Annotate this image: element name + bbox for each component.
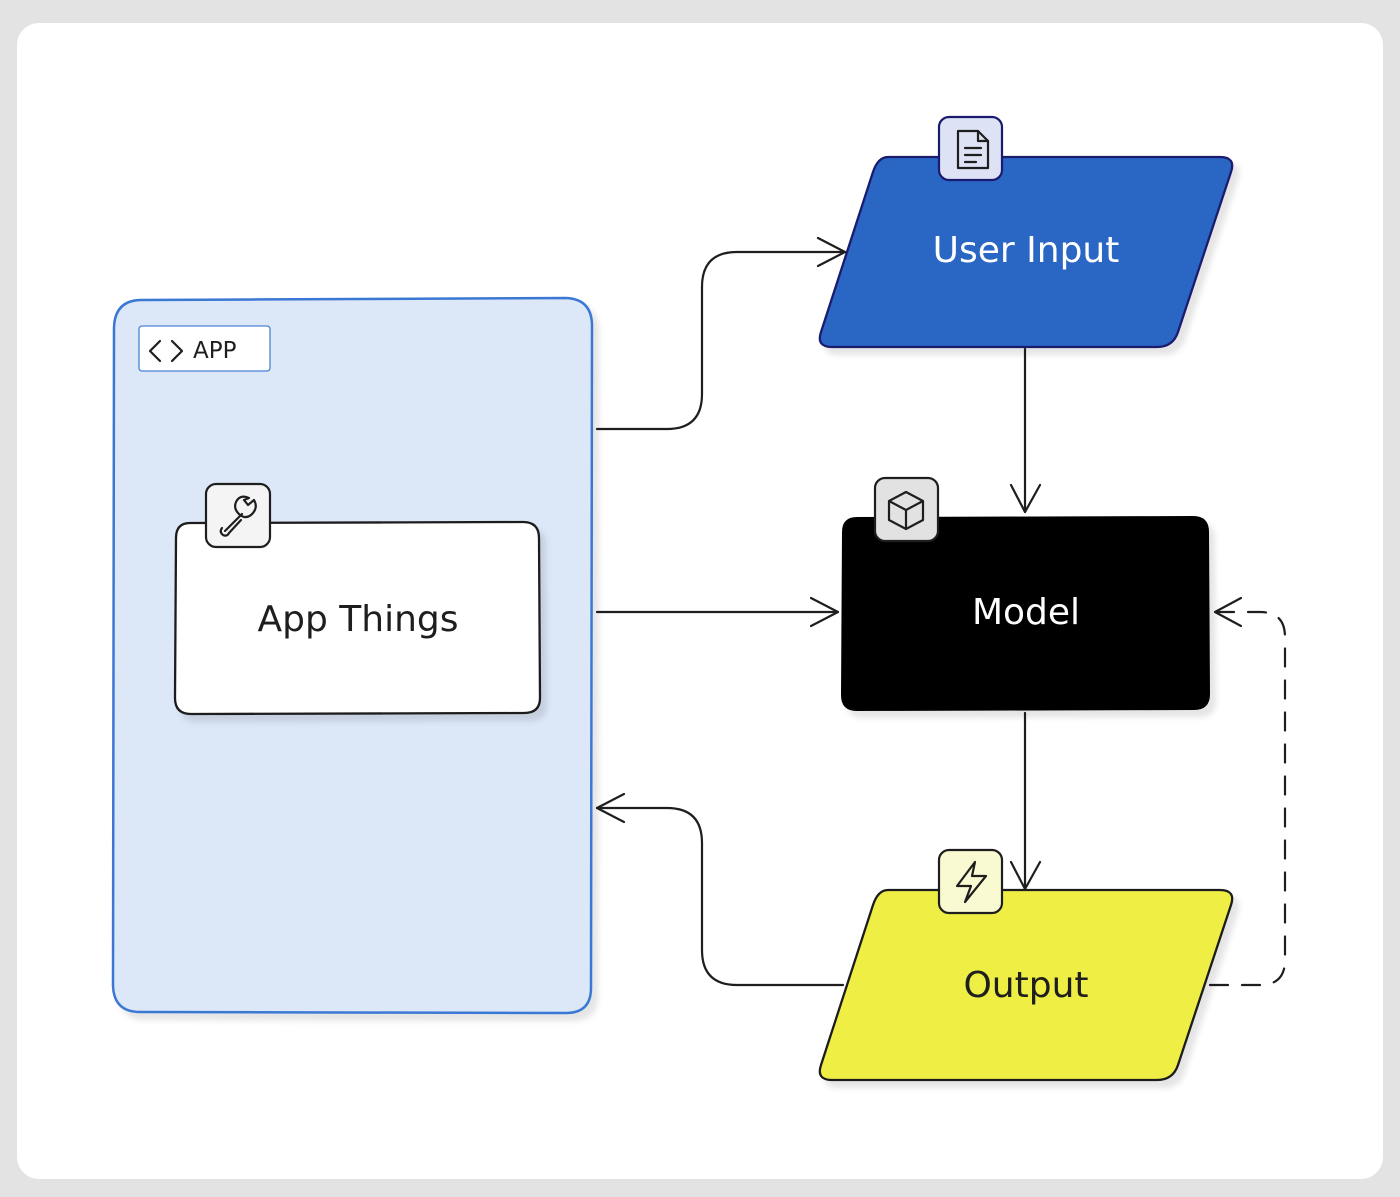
document-icon xyxy=(956,129,990,170)
output-label: Output xyxy=(963,965,1088,1006)
app-tag: APP xyxy=(138,325,271,372)
output-node[interactable]: Output xyxy=(818,848,1234,1082)
edge-app-to-user-input xyxy=(595,236,847,431)
lightning-icon-badge xyxy=(937,848,1004,915)
cube-icon-badge xyxy=(873,476,940,543)
user-input-label: User Input xyxy=(933,230,1120,271)
user-input-node[interactable]: User Input xyxy=(818,115,1234,349)
app-tag-label: APP xyxy=(193,338,237,364)
edges xyxy=(595,236,1287,987)
edge-model-to-output xyxy=(1009,711,1042,891)
app-things-node[interactable]: App Things xyxy=(173,482,542,716)
edge-user-input-to-model xyxy=(1009,347,1042,514)
app-things-label: App Things xyxy=(257,599,458,640)
model-label: Model xyxy=(972,592,1080,633)
document-icon-badge xyxy=(937,115,1004,182)
model-node[interactable]: Model xyxy=(840,476,1211,712)
cube-icon xyxy=(887,490,925,531)
app-container[interactable]: APP App Things xyxy=(111,296,594,1015)
wrench-icon-badge xyxy=(204,482,272,549)
wrench-icon xyxy=(219,495,257,537)
edge-output-to-app xyxy=(595,792,845,987)
edge-app-to-model xyxy=(595,596,840,628)
code-icon xyxy=(148,339,184,363)
edge-output-to-model-dashed xyxy=(1208,596,1287,987)
lightning-icon xyxy=(955,860,988,904)
